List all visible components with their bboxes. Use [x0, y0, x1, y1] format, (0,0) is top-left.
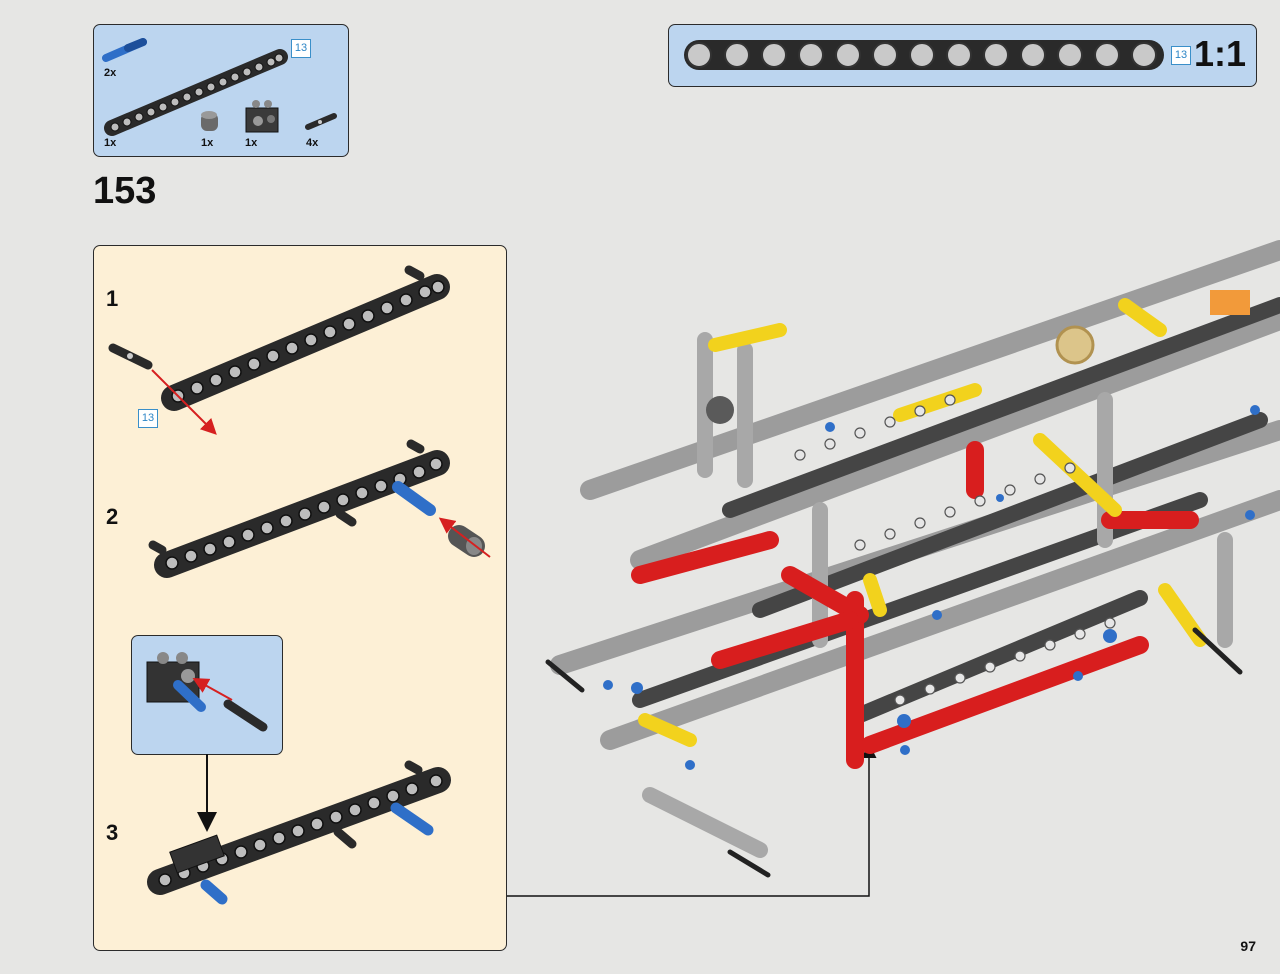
beam-icon: [104, 49, 288, 136]
bush-icon: [201, 111, 218, 131]
substep-3-callout-illustration: [146, 652, 268, 732]
axle-pin-icon: [390, 802, 434, 836]
substep-3-illustration: [147, 760, 451, 905]
brick-icon: [169, 834, 225, 874]
substep-1-length-reference: 13: [138, 409, 158, 428]
scale-ruler-holes: [684, 40, 1164, 70]
substep-number-2: 2: [106, 504, 119, 529]
axle-pin-icon: [200, 879, 228, 905]
scale-label: 1:1: [1193, 33, 1246, 74]
bush-icon: [448, 525, 485, 557]
axle-pin-icon: [392, 481, 436, 516]
friction-pin-icon: [335, 509, 357, 527]
friction-pin-icon: [333, 827, 357, 849]
part-qty-brick: 1x: [245, 137, 258, 149]
friction-pin-icon: [406, 439, 425, 454]
part-qty-bush: 1x: [201, 137, 214, 149]
insert-arrow-icon: [151, 369, 217, 435]
step-number: 153: [93, 170, 157, 212]
friction-pin-icon: [108, 343, 153, 370]
part-qty-beam: 1x: [104, 137, 117, 149]
substep-2-illustration: [148, 439, 491, 578]
axle-pin-icon: [173, 680, 206, 712]
part-qty-axle-pin: 2x: [104, 67, 117, 79]
friction-pin-icon: [148, 540, 167, 555]
friction-pin-icon: [404, 265, 425, 281]
main-model-illustration: [545, 240, 1280, 878]
friction-pin-icon: [305, 113, 337, 130]
scale-length-reference: 13: [1171, 46, 1191, 65]
substep-number-3: 3: [106, 820, 119, 845]
placement-pointer-arrow-icon: [507, 743, 877, 897]
insert-arrow-icon: [192, 678, 233, 701]
substep-number-1: 1: [106, 286, 119, 311]
beam-length-reference: 13: [291, 39, 311, 58]
parts-list-illustrations: [102, 38, 337, 136]
axle-pin-icon: [102, 38, 147, 62]
brick-icon: [245, 100, 279, 133]
insert-arrow-icon: [438, 517, 491, 558]
friction-pin-icon: [404, 760, 423, 775]
friction-pin-icon: [223, 699, 268, 732]
substep-1-illustration: [108, 265, 450, 435]
part-qty-friction-pin: 4x: [306, 137, 319, 149]
page-number: 97: [1240, 938, 1256, 954]
